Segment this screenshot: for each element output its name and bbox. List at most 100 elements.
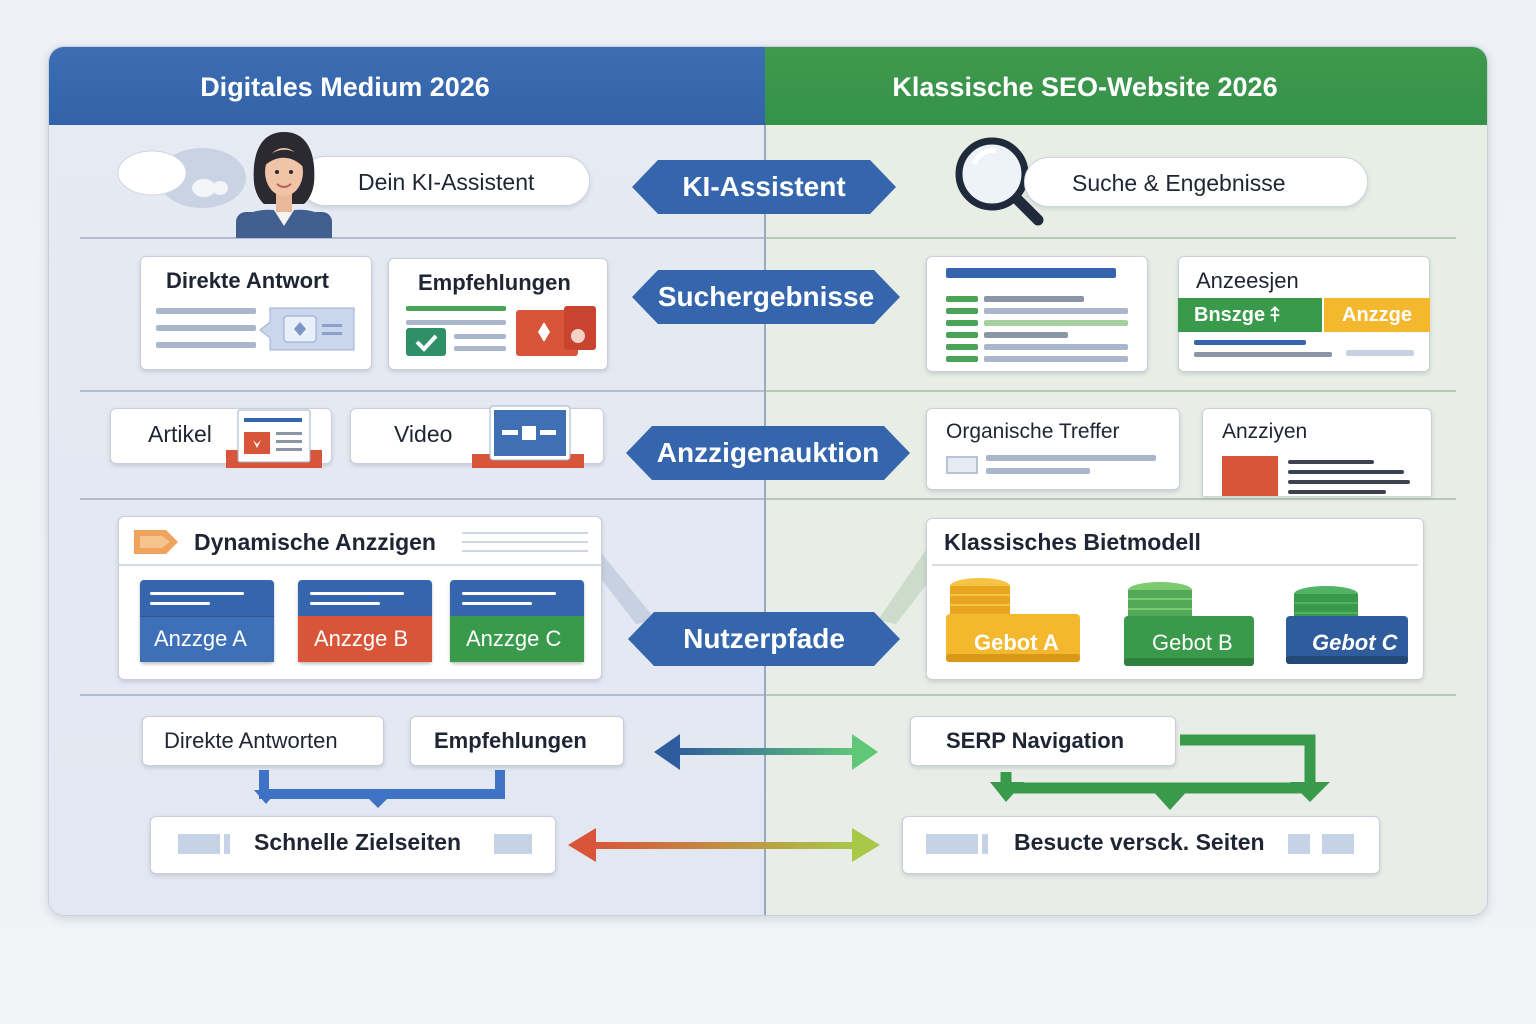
right-column-title: Klassische SEO-Website 2026 xyxy=(892,72,1278,102)
flow-arrow xyxy=(254,770,505,808)
text-line xyxy=(462,532,588,534)
serp-navigation-button[interactable] xyxy=(910,716,1176,766)
text-line xyxy=(406,306,506,311)
placeholder-block xyxy=(1288,834,1310,854)
video-card-label: Video xyxy=(394,421,453,447)
recommendations-title: Empfehlungen xyxy=(418,270,571,295)
text-line xyxy=(406,320,506,325)
text-line xyxy=(156,325,256,331)
text-line xyxy=(310,602,380,605)
row-divider xyxy=(766,498,1456,500)
thumbnail xyxy=(946,456,978,474)
organic-hits-title: Organische Treffer xyxy=(946,420,1120,443)
placeholder-block xyxy=(926,834,978,854)
text-line xyxy=(462,602,532,605)
text-line xyxy=(454,334,506,339)
organic-hits-card[interactable] xyxy=(926,408,1180,490)
text-line xyxy=(150,602,210,605)
row-divider xyxy=(766,694,1456,696)
text-line xyxy=(946,356,978,362)
search-results-pill-label: Suche & Engebnisse xyxy=(1072,170,1286,196)
direct-answers-label: Direkte Antworten xyxy=(164,728,338,753)
ad-tile-a-footer xyxy=(140,616,274,662)
text-line xyxy=(150,592,244,595)
answer-bubble-icon xyxy=(259,307,355,351)
text-line xyxy=(454,346,506,351)
center-label-suchergebnisse: Suchergebnisse xyxy=(632,270,900,324)
text-line xyxy=(310,592,404,595)
placeholder-block xyxy=(982,834,988,854)
coin-stack-icon xyxy=(1286,586,1408,664)
bid-a-label: Gebot A xyxy=(974,630,1059,655)
ad-badge-yellow[interactable]: Anzzge xyxy=(1324,298,1430,332)
row-divider xyxy=(80,237,764,239)
recommendations-label: Empfehlungen xyxy=(434,728,587,753)
video-icon xyxy=(472,405,584,468)
text-line xyxy=(984,320,1128,326)
text-line xyxy=(946,344,978,350)
text-line xyxy=(1194,352,1332,357)
text-line xyxy=(984,332,1068,338)
ad-image xyxy=(1222,456,1278,496)
flow-arrow xyxy=(990,734,1330,810)
row-divider xyxy=(80,390,764,392)
double-arrow-icon xyxy=(654,734,878,770)
text-line xyxy=(156,342,256,348)
text-line xyxy=(1288,480,1410,484)
text-line xyxy=(946,296,978,302)
text-line xyxy=(1288,460,1374,464)
left-header xyxy=(49,47,765,125)
ad-badge-green[interactable]: Bnszge ⤉ xyxy=(1178,298,1322,332)
text-line xyxy=(462,541,588,543)
ad-tile-b-footer xyxy=(298,616,432,662)
placeholder-block xyxy=(224,834,230,854)
result-header-line xyxy=(946,268,1116,278)
text-line xyxy=(1194,340,1306,345)
text-line xyxy=(986,468,1090,474)
text-line xyxy=(946,308,978,314)
placeholder-block xyxy=(494,834,532,854)
assistant-pill-label: Dein KI-Assistent xyxy=(358,169,535,195)
text-line xyxy=(984,308,1128,314)
article-card-label: Artikel xyxy=(148,421,212,447)
text-line xyxy=(986,455,1156,461)
ad-badge-green-label: Bnszge xyxy=(1194,304,1266,326)
media-tile-icon xyxy=(516,306,596,356)
check-icon xyxy=(406,328,446,356)
tag-icon xyxy=(134,530,178,554)
card-divider xyxy=(118,564,602,566)
bid-c-label: Gebot C xyxy=(1312,630,1398,655)
visited-pages-label: Besucte versck. Seiten xyxy=(1014,829,1265,855)
coin-stack-icon xyxy=(946,578,1080,662)
text-line xyxy=(156,308,256,314)
text-line xyxy=(984,344,1128,350)
ads-card-title: Anzeesjen xyxy=(1196,268,1299,293)
text-line xyxy=(1288,490,1386,494)
right-header xyxy=(765,47,1487,125)
bid-b-label: Gebot B xyxy=(1152,630,1233,655)
article-icon xyxy=(226,409,322,468)
text-line xyxy=(984,296,1084,302)
direct-answers-button[interactable] xyxy=(142,716,384,766)
bid-model-title: Klassisches Bietmodell xyxy=(944,529,1201,555)
text-line xyxy=(1346,350,1414,356)
center-label-anzeigenauktion: Anzzigenauktion xyxy=(626,426,910,480)
row-divider xyxy=(80,694,764,696)
text-line xyxy=(946,332,978,338)
ad-tile-a-label: Anzzge A xyxy=(154,626,247,651)
ad-tile-c-footer xyxy=(450,616,584,662)
left-column-title: Digitales Medium 2026 xyxy=(200,72,490,102)
ad-tile-c-label: Anzzge C xyxy=(466,626,562,651)
speech-bubble-icon xyxy=(117,148,246,208)
card-divider xyxy=(932,564,1418,566)
search-results-pill[interactable] xyxy=(1024,157,1368,207)
assistant-pill[interactable] xyxy=(300,156,590,206)
row-divider xyxy=(80,498,764,500)
center-label-ki-assistent: KI-Assistent xyxy=(632,160,896,214)
dynamic-ads-title: Dynamische Anzzigen xyxy=(194,529,436,555)
direct-answer-title: Direkte Antwort xyxy=(166,268,329,293)
double-arrow-icon xyxy=(568,828,880,862)
recommendations-button[interactable] xyxy=(410,716,624,766)
ads-card-small-title: Anzziyen xyxy=(1222,420,1308,443)
text-line xyxy=(984,356,1128,362)
